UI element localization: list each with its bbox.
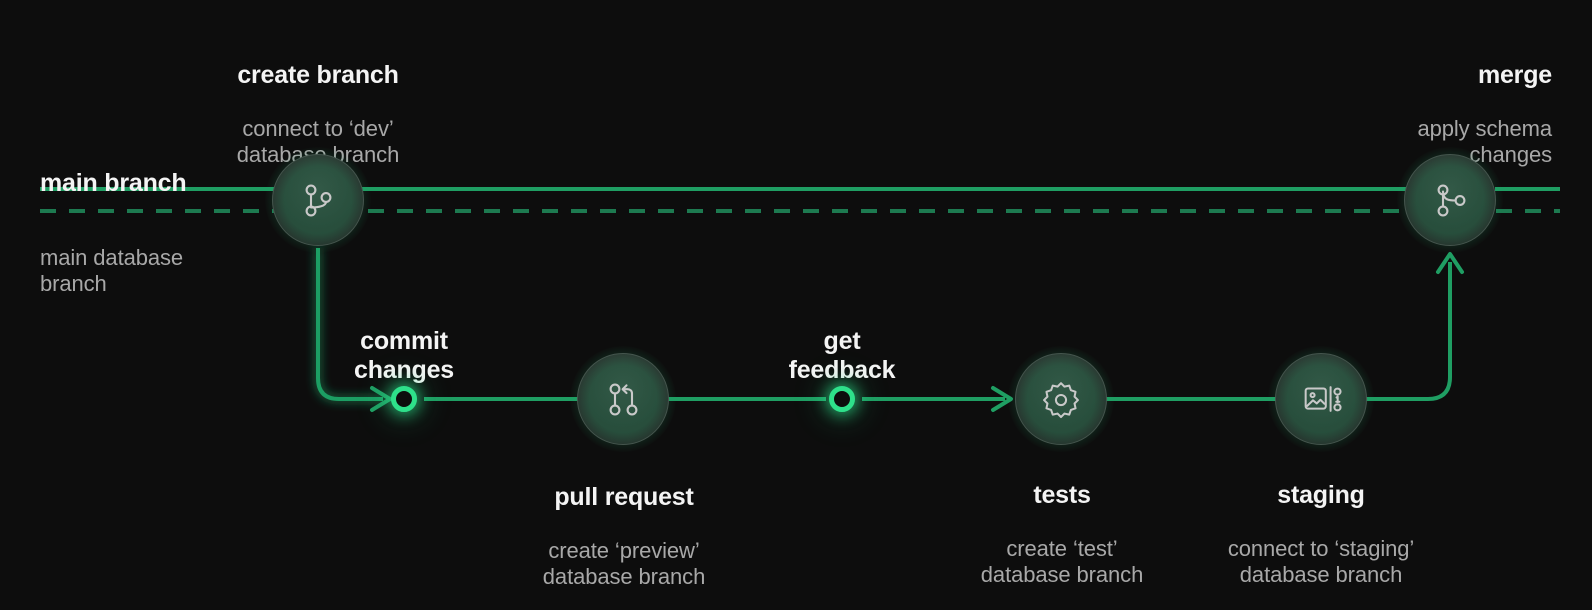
node-tests[interactable] (1008, 346, 1114, 452)
main-branch-lane-label: main branch (40, 168, 187, 197)
node-merge[interactable] (1397, 147, 1503, 253)
staging-to-merge-wire (1366, 262, 1452, 401)
merge-label: merge apply schema changes (1417, 60, 1552, 168)
pull-request-label: pull request create ‘preview’ database b… (542, 482, 706, 590)
node-get-feedback[interactable] (829, 386, 855, 412)
git-branch-icon (296, 178, 340, 222)
get-feedback-label: get feedback (788, 326, 896, 385)
merge-arrowhead (1436, 252, 1464, 274)
git-merge-icon (1428, 178, 1472, 222)
staging-label: staging connect to ‘staging’ database br… (1227, 480, 1415, 588)
node-staging[interactable] (1268, 346, 1374, 452)
gear-icon (1038, 376, 1084, 422)
node-create-branch[interactable] (265, 147, 371, 253)
tests-label: tests create ‘test’ database branch (980, 480, 1144, 588)
node-commit-changes[interactable] (391, 386, 417, 412)
image-binary-icon (1298, 376, 1344, 422)
git-pull-request-icon (601, 377, 645, 421)
commit-changes-label: commit changes (353, 326, 455, 385)
main-database-branch-lane-label: main database branch (40, 244, 184, 296)
node-pull-request[interactable] (570, 346, 676, 452)
